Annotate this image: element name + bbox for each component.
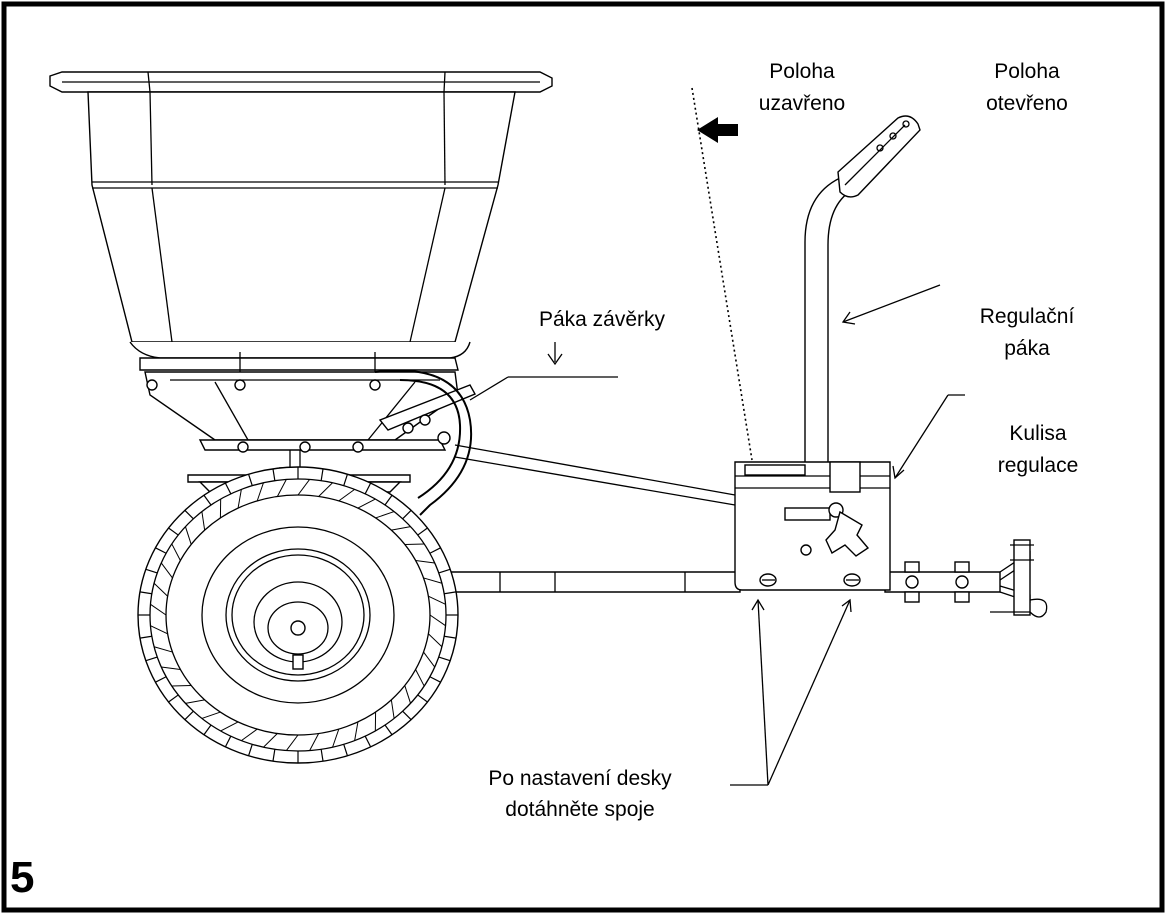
- control-lever: [805, 116, 920, 470]
- closed-direction-arrow: [697, 117, 738, 143]
- control-lever-label-line2: páka: [1004, 337, 1050, 360]
- tighten-note-line2: dotáhněte spoje: [505, 798, 654, 821]
- tighten-note-line1: Po nastavení desky: [488, 767, 672, 790]
- control-slot-label-line1: Kulisa: [1009, 422, 1067, 445]
- figure-number: 5: [10, 853, 34, 902]
- hopper-cone: [145, 372, 475, 452]
- control-slot-label-line2: regulace: [998, 454, 1079, 477]
- closed-position-label-line2: uzavřeno: [759, 92, 845, 115]
- open-position-label-line2: otevřeno: [986, 92, 1068, 115]
- tread-groove: [405, 544, 424, 545]
- tread-groove: [172, 686, 191, 687]
- hopper: [50, 72, 552, 372]
- wheel: [138, 467, 458, 763]
- shutter-lever-label: Páka závěrky: [539, 308, 666, 331]
- closed-position-indicator-line: [692, 88, 752, 460]
- control-plate: [735, 462, 890, 590]
- control-lever-label-line1: Regulační: [980, 305, 1075, 328]
- open-position-label-line1: Poloha: [994, 60, 1060, 83]
- closed-position-label-line1: Poloha: [769, 60, 835, 83]
